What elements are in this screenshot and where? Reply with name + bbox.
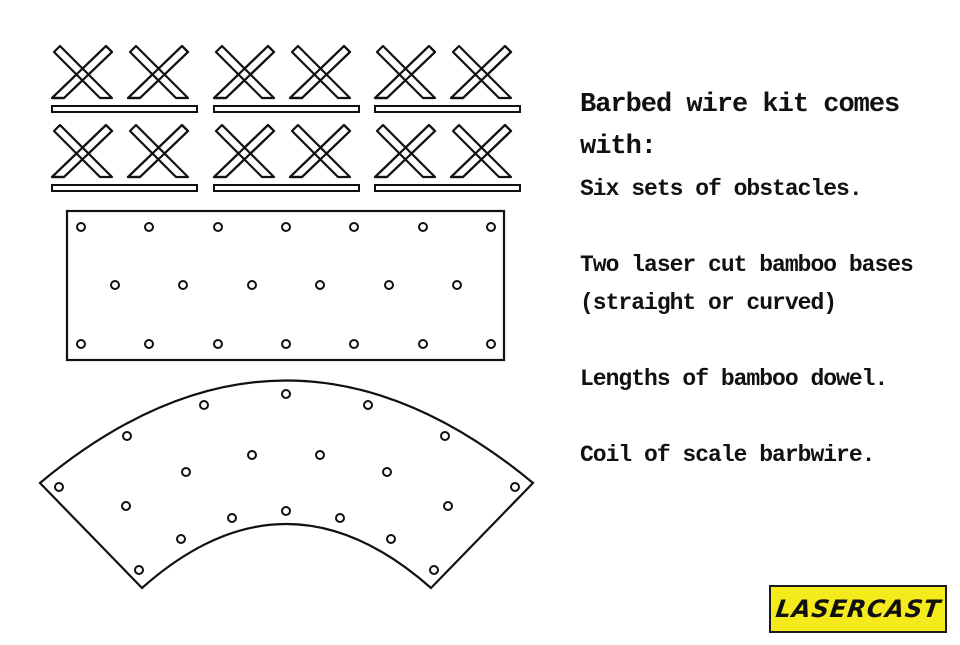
logo-text: LASERCAST	[773, 595, 943, 623]
obstacle-set-group-left	[52, 46, 197, 191]
kit-item-bases: Two laser cut bamboo bases (straight or …	[580, 252, 914, 316]
straight-base	[65, 209, 506, 362]
kit-heading: Barbed wire kit comes with:	[580, 90, 900, 162]
curved-base	[38, 379, 535, 590]
kit-item-dowel: Lengths of bamboo dowel.	[580, 366, 888, 392]
kit-item-barbwire: Coil of scale barbwire.	[580, 442, 875, 468]
kit-contents-text: Barbed wire kit comes with: Six sets of …	[580, 84, 950, 474]
obstacle-set-group-right	[375, 46, 520, 191]
kit-item-obstacles: Six sets of obstacles.	[580, 176, 863, 202]
obstacle-set-group-middle	[214, 46, 359, 191]
lasercast-logo: LASERCAST	[769, 585, 947, 633]
